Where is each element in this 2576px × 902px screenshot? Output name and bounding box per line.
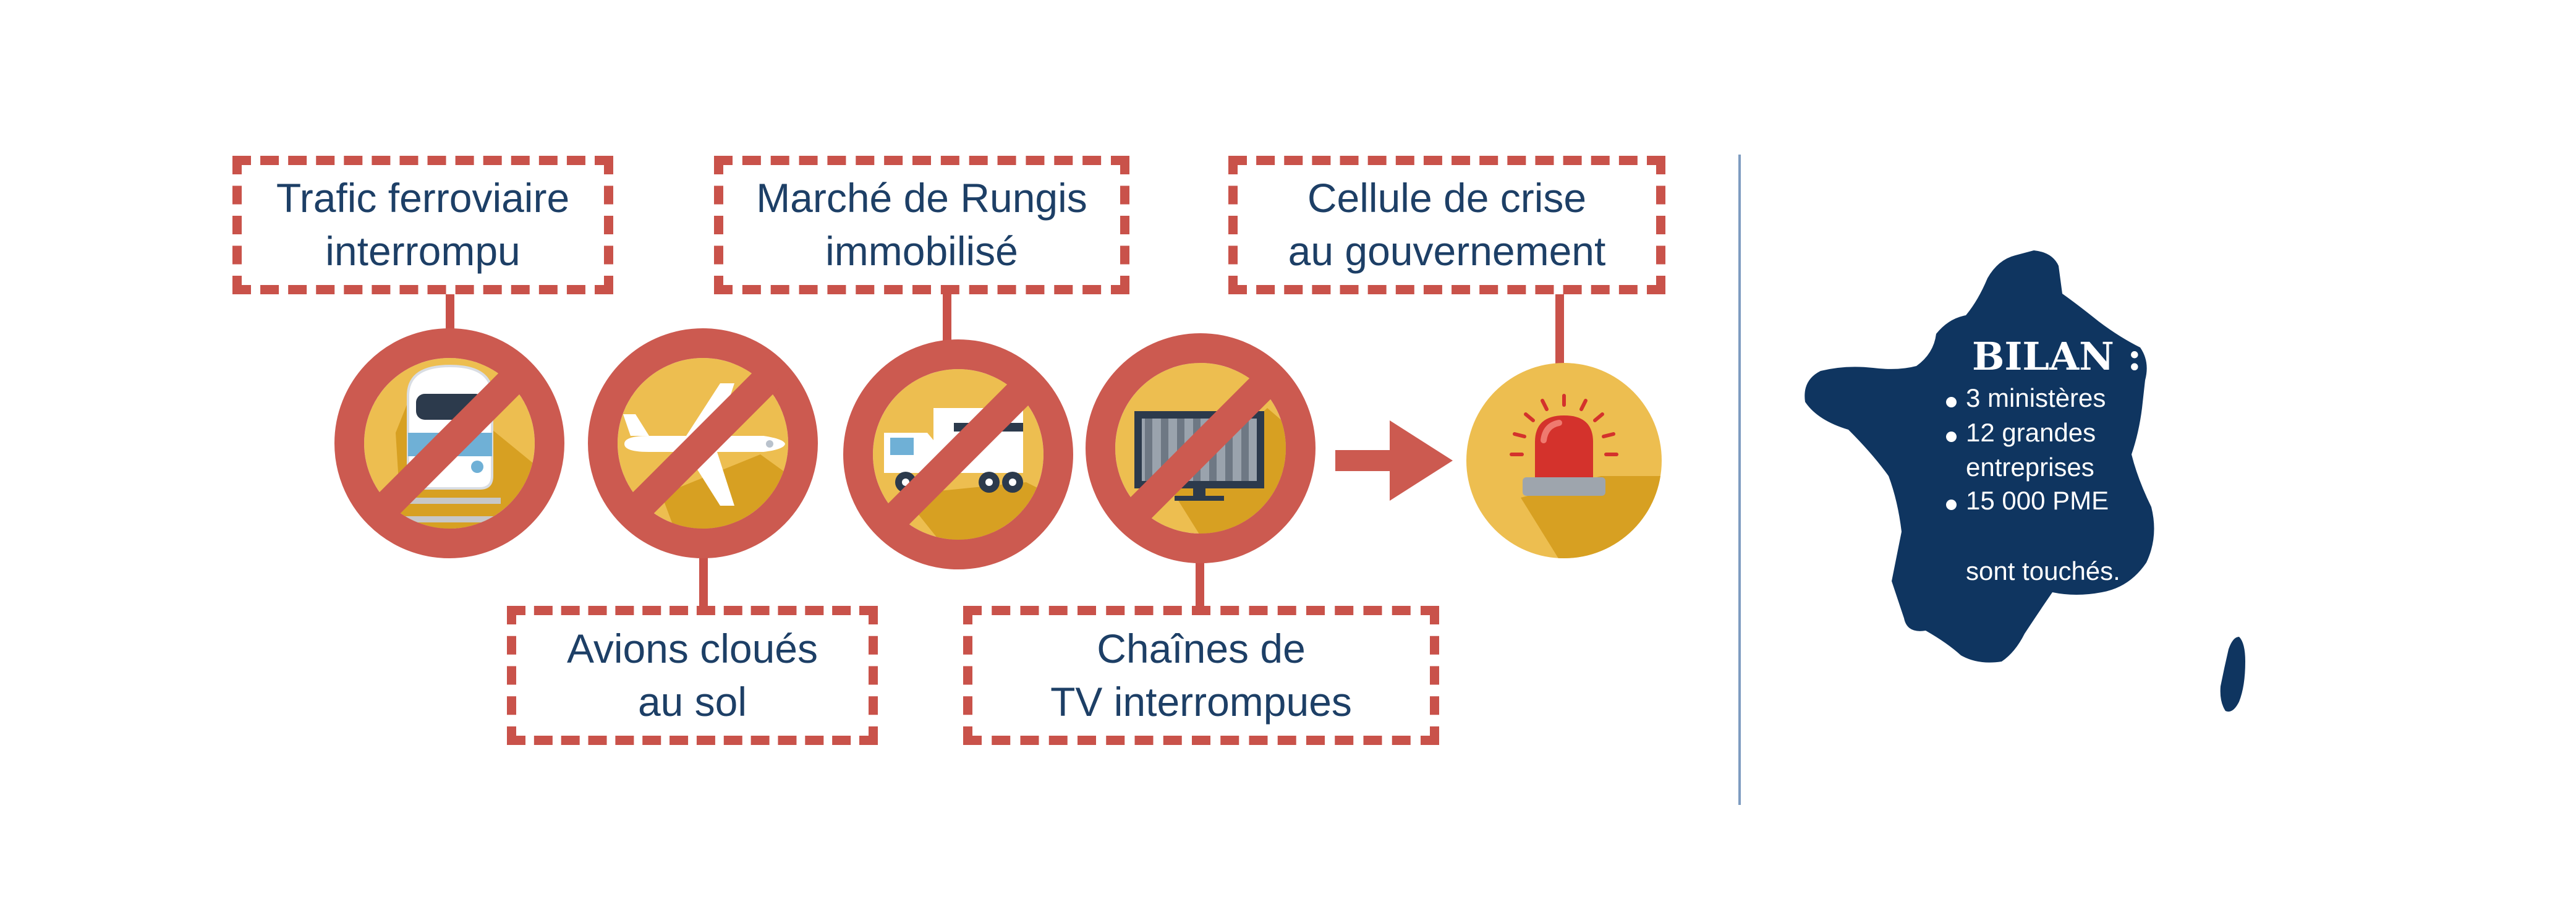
bilan-bullet-3 (1946, 500, 1957, 510)
train-icon (334, 328, 564, 558)
label-rungis-line2: immobilisé (825, 228, 1018, 274)
label-crisis-line2: au gouvernement (1288, 228, 1606, 274)
label-train-line2: interrompu (325, 228, 521, 274)
label-rungis-line1: Marché de Rungis (756, 175, 1087, 221)
bilan-title: BILAN : (1972, 334, 2142, 379)
label-train-line1: Trafic ferroviaire (276, 175, 570, 221)
bilan-item-ministeres: 3 ministères (1966, 383, 2106, 412)
bilan-item-pme: 15 000 PME (1966, 486, 2109, 515)
plane-icon (588, 328, 818, 558)
label-crisis-line1: Cellule de crise (1307, 175, 1587, 221)
label-planes: Avions cloués au sol (507, 606, 878, 745)
label-planes-line2: au sol (637, 678, 747, 725)
label-tv-line2: TV interrompues (1050, 678, 1352, 725)
label-tv: Chaînes de TV interrompues (963, 606, 1439, 745)
connector-planes (699, 556, 708, 606)
bilan-bullet-2 (1946, 432, 1957, 442)
truck-icon (843, 339, 1073, 569)
tv-icon (1086, 333, 1316, 563)
label-crisis: Cellule de crise au gouvernement (1228, 156, 1665, 294)
bilan-bullet-1 (1946, 397, 1957, 407)
connector-rungis (943, 294, 951, 345)
connector-crisis (1555, 294, 1564, 364)
label-planes-line1: Avions cloués (566, 625, 818, 671)
section-divider (1738, 155, 1741, 805)
connector-train (446, 294, 454, 333)
bilan-item-entreprises: entreprises (1966, 453, 2094, 482)
bilan-footer: sont touchés. (1966, 556, 2120, 585)
siren-icon (1466, 363, 1662, 558)
bilan-item-grandes: 12 grandes (1966, 418, 2096, 447)
label-rungis: Marché de Rungis immobilisé (714, 156, 1129, 294)
france-map-icon (1804, 250, 2245, 712)
label-tv-line1: Chaînes de (1097, 625, 1306, 671)
arrow-icon (1335, 420, 1453, 501)
label-train: Trafic ferroviaire interrompu (232, 156, 613, 294)
connector-tv (1196, 560, 1204, 606)
